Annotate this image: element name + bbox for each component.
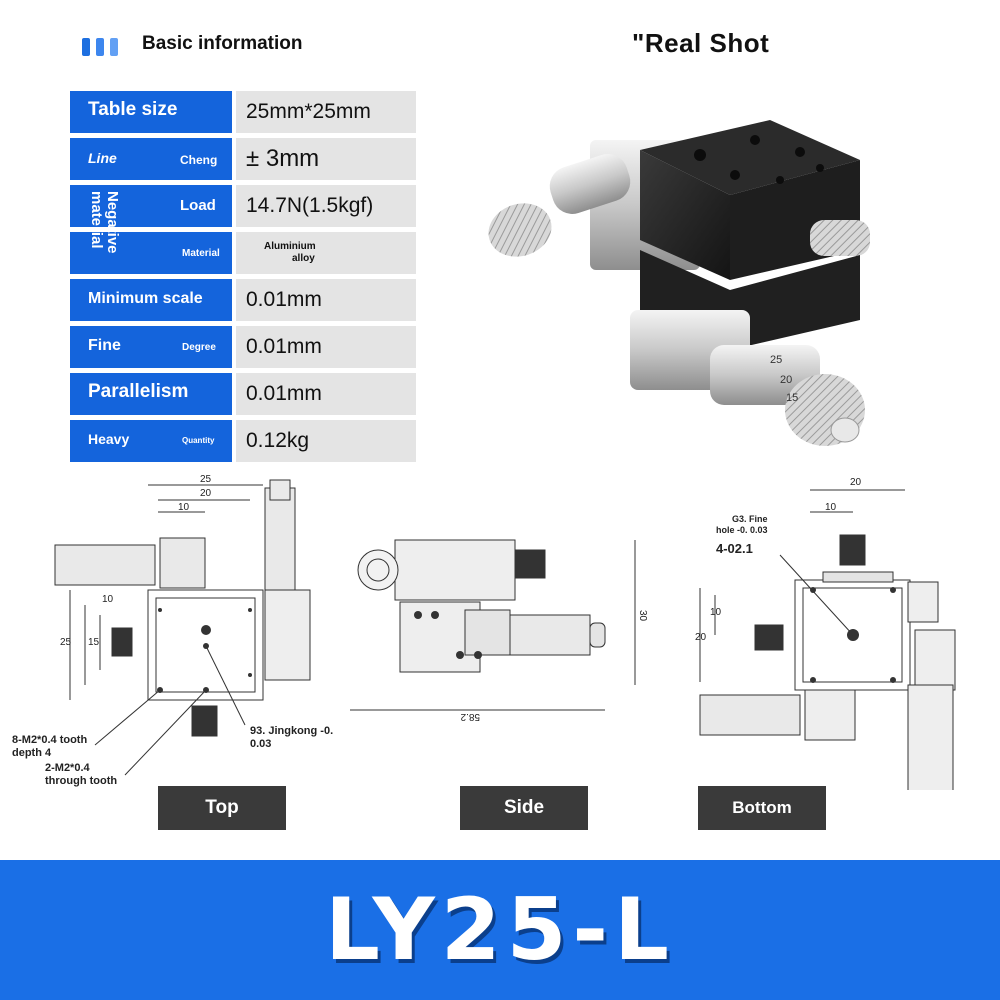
svg-text:20: 20	[695, 632, 707, 643]
bottom-view-label: Bottom	[698, 786, 826, 830]
spec-label: Minimum scale	[70, 279, 232, 321]
svg-text:20: 20	[850, 477, 862, 488]
spec-value: 25mm*25mm	[236, 91, 416, 133]
model-name: LY25-L	[325, 880, 675, 980]
side-view-label: Side	[460, 786, 588, 830]
top-view-label: Top	[158, 786, 286, 830]
spec-value: ± 3mm	[236, 138, 416, 180]
svg-text:10: 10	[178, 502, 190, 513]
svg-text:20: 20	[200, 488, 212, 499]
scale-tick: 25	[770, 354, 782, 366]
bottom-view-drawing: 20 10 10 20	[665, 470, 985, 796]
scale-tick: 15	[786, 392, 798, 404]
spec-value: 0.01mm	[236, 373, 416, 415]
svg-text:15: 15	[88, 637, 100, 648]
spec-value: 0.12kg	[236, 420, 416, 462]
top-view-drawing: 25 20 10 25 15 10	[20, 470, 330, 790]
top-note-tooth-depth: 8-M2*0.4 tooth depth 4	[12, 734, 88, 759]
product-photo: 25 20 15	[480, 80, 900, 460]
spec-label: Fine Degree	[70, 326, 232, 368]
spec-label: Parallelism	[70, 373, 232, 415]
svg-text:25: 25	[200, 474, 212, 485]
svg-text:10: 10	[710, 607, 722, 618]
spec-row-table-size: Table size 25mm*25mm	[70, 91, 416, 133]
real-shot-title: "Real Shot	[632, 28, 770, 58]
spec-label: Table size	[70, 91, 232, 133]
svg-text:25: 25	[60, 637, 72, 648]
top-note-positioning-hole: 93. Jingkong -0. 0.03	[250, 725, 334, 750]
spec-row-weight: Heavy Quantity 0.12kg	[70, 420, 416, 462]
bottom-note-hole-spec: 4-02.1	[716, 541, 753, 556]
svg-text:58.2: 58.2	[460, 711, 480, 722]
svg-text:30: 30	[637, 610, 648, 622]
spec-value: 0.01mm	[236, 326, 416, 368]
spec-value: Aluminium alloy	[236, 232, 416, 274]
spec-label: Load	[70, 185, 232, 227]
spec-label: Material	[70, 232, 232, 274]
spec-vertical-label: Negative material	[88, 191, 121, 254]
spec-label: Line Cheng	[70, 138, 232, 180]
section-title: Basic information	[142, 33, 303, 54]
spec-row-fineness: Fine Degree 0.01mm	[70, 326, 416, 368]
top-note-through-tooth: 2-M2*0.4 through tooth	[45, 762, 118, 787]
spec-label: Heavy Quantity	[70, 420, 232, 462]
svg-text:10: 10	[825, 502, 837, 513]
spec-value: 0.01mm	[236, 279, 416, 321]
spec-row-parallelism: Parallelism 0.01mm	[70, 373, 416, 415]
spec-row-min-scale: Minimum scale 0.01mm	[70, 279, 416, 321]
svg-text:10: 10	[102, 594, 114, 605]
xy-stage-image: 25 20 15	[488, 120, 870, 446]
spec-row-stroke: Line Cheng ± 3mm	[70, 138, 416, 180]
side-view-drawing: 30 58.2	[340, 470, 660, 790]
spec-table: Table size 25mm*25mm Line Cheng ± 3mm Lo…	[70, 91, 416, 467]
spec-value: 14.7N(1.5kgf)	[236, 185, 416, 227]
spec-row-material: Material Aluminium alloy	[70, 232, 416, 274]
footer-banner: LY25-L	[0, 860, 1000, 1000]
scale-tick: 20	[780, 374, 792, 386]
bottom-note-fine-hole: G3. Fine hole -0. 0.03	[716, 514, 768, 535]
spec-row-load: Load 14.7N(1.5kgf)	[70, 185, 416, 227]
header-bars-icon	[82, 38, 118, 56]
